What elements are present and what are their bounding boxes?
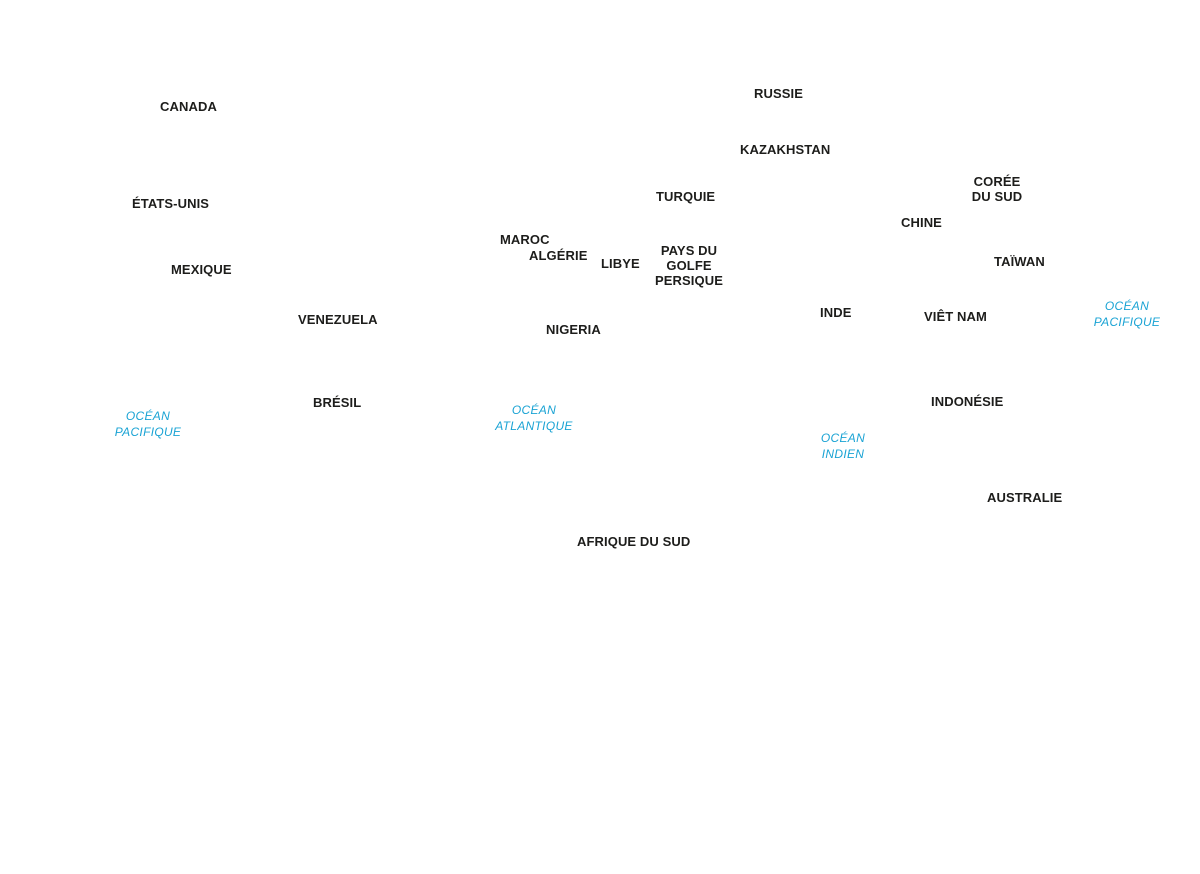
label-ocean-pacifique-ouest: OCÉAN PACIFIQUE (112, 408, 184, 440)
label-turquie: TURQUIE (656, 189, 716, 204)
label-coree-du-sud: CORÉE DU SUD (966, 174, 1028, 204)
label-golfe-line1: PAYS DU (660, 243, 718, 258)
label-libye: LIBYE (601, 256, 640, 271)
label-pays-du-golfe-persique: PAYS DU GOLFE PERSIQUE (651, 243, 727, 288)
label-indonesie: INDONÉSIE (931, 394, 1004, 409)
label-kazakhstan: KAZAKHSTAN (740, 142, 831, 157)
label-maroc: MAROC (500, 232, 550, 247)
label-ocean-atlantique: OCÉAN ATLANTIQUE (494, 402, 574, 434)
label-inde: INDE (820, 305, 852, 320)
label-golfe-line2: GOLFE (666, 258, 712, 273)
label-nigeria: NIGERIA (546, 322, 601, 337)
label-bresil: BRÉSIL (313, 395, 362, 410)
label-venezuela: VENEZUELA (298, 312, 378, 327)
label-coree-du-sud-line1: CORÉE (973, 174, 1021, 189)
label-ocean-pacifique-ouest-line1: OCÉAN (125, 409, 171, 423)
label-ocean-indien-line2: INDIEN (821, 447, 865, 461)
label-algerie: ALGÉRIE (529, 248, 588, 263)
label-ocean-pacifique-est-line2: PACIFIQUE (1093, 315, 1161, 329)
label-afrique-du-sud: AFRIQUE DU SUD (577, 534, 691, 549)
label-australie: AUSTRALIE (987, 490, 1063, 505)
label-ocean-indien-line1: OCÉAN (820, 431, 866, 445)
label-ocean-pacifique-est-line1: OCÉAN (1104, 299, 1150, 313)
label-ocean-pacifique-ouest-line2: PACIFIQUE (114, 425, 182, 439)
label-coree-du-sud-line2: DU SUD (971, 189, 1023, 204)
label-etats-unis: ÉTATS-UNIS (132, 196, 210, 211)
label-mexique: MEXIQUE (171, 262, 232, 277)
label-ocean-atlantique-line2: ATLANTIQUE (495, 419, 573, 433)
label-ocean-pacifique-est: OCÉAN PACIFIQUE (1092, 298, 1162, 330)
label-chine: CHINE (901, 215, 942, 230)
label-ocean-atlantique-line1: OCÉAN (511, 403, 557, 417)
label-russie: RUSSIE (754, 86, 804, 101)
label-ocean-indien: OCÉAN INDIEN (812, 430, 874, 462)
label-canada: CANADA (160, 99, 217, 114)
label-golfe-line3: PERSIQUE (655, 273, 723, 288)
label-viet-nam: VIÊT NAM (924, 309, 987, 324)
label-taiwan: TAÏWAN (994, 254, 1045, 269)
